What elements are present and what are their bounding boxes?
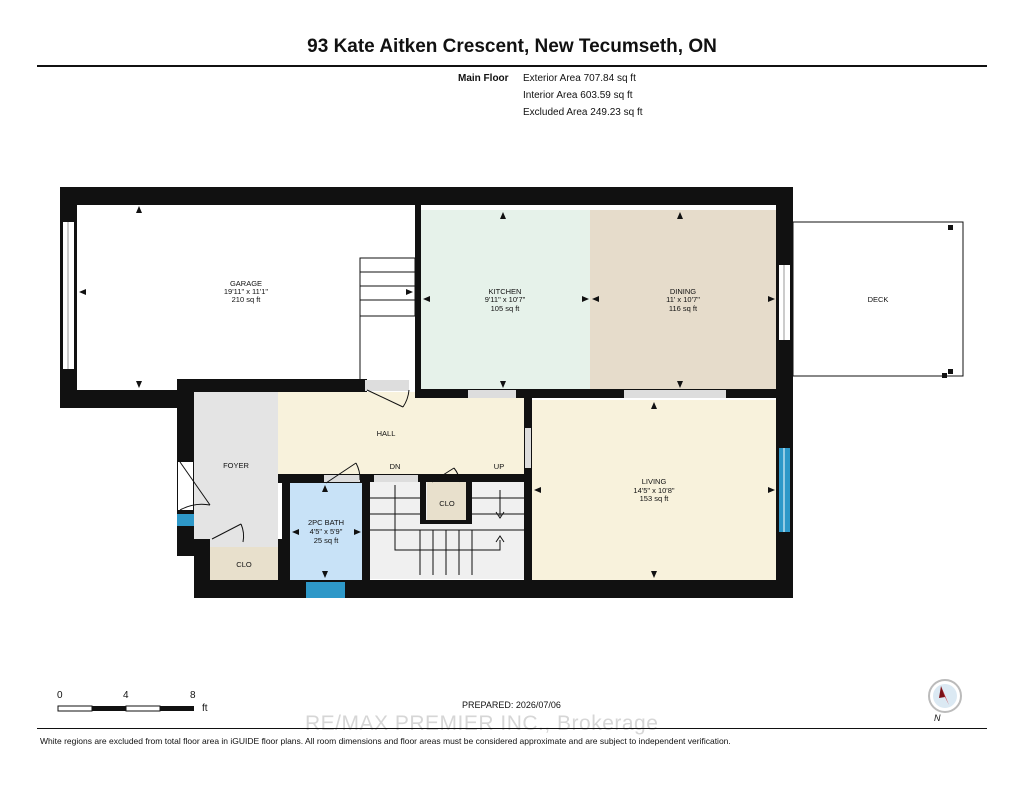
bath-dims: 4'5" x 5'9" [310,527,343,536]
scale-tick-8: 8 [190,690,196,701]
dining-sqft: 116 sq ft [669,304,698,313]
scale-unit: ft [202,703,208,714]
scale-tick-0: 0 [57,690,63,701]
garage-door-gap [365,380,409,391]
bath-window [306,582,345,598]
closet-foyer-name: CLO [236,560,252,569]
kitchen-name: KITCHEN [489,287,522,296]
prepared-date: PREPARED: 2026/07/06 [462,700,561,710]
garage-steps [359,257,416,380]
compass-north-label: N [934,713,941,723]
closet-foyer-area [210,547,278,580]
page-title: 93 Kate Aitken Crescent, New Tecumseth, … [307,36,717,57]
deck-area [792,221,964,377]
title-divider [37,65,987,67]
exterior-area: Exterior Area 707.84 sq ft [523,73,636,84]
brokerage-watermark: RE/MAX PREMIER INC., Brokerage [305,712,659,735]
foyer-name: FOYER [223,461,249,470]
kitchen-opening [468,390,516,398]
closet-stair-name: CLO [439,499,455,508]
closet-stair-area-top [427,482,466,524]
disclaimer-text: White regions are excluded from total fl… [40,736,731,746]
excluded-area: Excluded Area 249.23 sq ft [523,107,643,118]
living-opening [624,390,726,398]
foyer-window [177,514,194,526]
bath-door-gap [324,475,360,482]
garage-name: GARAGE [230,279,262,288]
compass-icon [928,679,962,713]
bath-name: 2PC BATH [308,518,344,527]
dimension-arrows [79,206,775,578]
stair-gap [374,475,418,482]
floor-label: Main Floor [458,73,509,84]
scale-tick-4: 4 [123,690,129,701]
living-sqft: 153 sq ft [640,494,670,503]
bath-area [290,483,362,580]
garage-dims: 19'11" x 11'1" [224,287,269,296]
kitchen-sqft: 105 sq ft [491,304,521,313]
living-area [532,400,776,580]
door-swings [179,389,461,543]
kitchen-area [421,210,590,389]
interior-area: Interior Area 603.59 sq ft [523,90,633,101]
footer-divider [37,728,987,729]
stairs-down-label: DN [390,462,401,471]
kitchen-dims: 9'11" x 10'7" [485,295,526,304]
deck-name: DECK [868,295,889,304]
interior-stairs [370,485,525,575]
hall-area [278,392,524,474]
living-name: LIVING [642,477,667,486]
garage-sqft: 210 sq ft [232,295,262,304]
dining-area [590,210,776,389]
living-side-opening [525,428,531,468]
stairs-up-label: UP [494,462,504,471]
foyer-area [194,392,278,547]
scale-bar [57,705,194,712]
hall-name: HALL [377,429,396,438]
front-door-gap [178,462,193,510]
bath-sqft: 25 sq ft [314,536,340,545]
garage-area [77,204,415,390]
living-dims: 14'5" x 10'8" [633,486,674,495]
dining-dims: 11' x 10'7" [666,295,700,304]
dining-name: DINING [670,287,696,296]
